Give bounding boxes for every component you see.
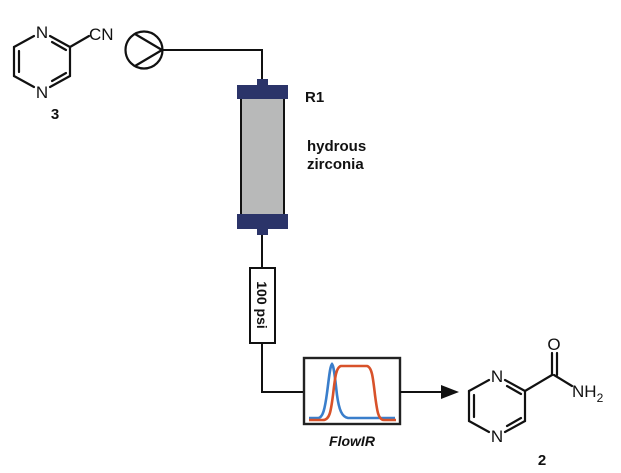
ir-trace-blue [309, 362, 395, 420]
compound-number-3: 3 [51, 106, 59, 123]
bond [503, 419, 527, 434]
back-pressure-regulator: 100 psi [249, 267, 276, 344]
compound-number-2: 2 [538, 452, 546, 469]
bond [12, 34, 36, 49]
flowir-analyzer [302, 356, 402, 426]
packing-label-line1: hydrous [307, 138, 366, 155]
bond [523, 373, 554, 393]
column-body [240, 97, 285, 216]
ring-nitrogen-top: N [36, 23, 48, 42]
bond-double-inner [505, 416, 523, 428]
bpr-label: 100 psi [254, 281, 270, 328]
bond [503, 378, 527, 393]
column-top-cap [237, 85, 288, 99]
bond [467, 378, 491, 393]
amide-subscript: 2 [597, 391, 604, 405]
product-structure [467, 351, 574, 434]
starting-material-structure [12, 34, 91, 89]
arrow-head-icon [441, 385, 459, 399]
ir-trace-orange [309, 364, 396, 422]
column-top-fitting [257, 79, 268, 86]
bond-double-inner [505, 384, 523, 396]
amide-nh: NH [572, 382, 597, 401]
bpr-box [249, 267, 276, 344]
bond [467, 419, 491, 434]
product-ring-nitrogen-top: N [491, 367, 503, 386]
reactor-column [237, 79, 288, 235]
product-ring-nitrogen-bottom: N [491, 427, 503, 446]
packing-label-line2: zirconia [307, 156, 364, 173]
reactor-label: R1 [305, 89, 324, 106]
bond [68, 34, 91, 49]
bond [48, 34, 72, 49]
nitrile-label: CN [89, 25, 114, 44]
tubing-inlet [162, 49, 263, 80]
bond [552, 373, 574, 388]
flowir-label: FlowIR [329, 433, 376, 449]
flowir-box [302, 356, 402, 426]
tubing-to-flowir [261, 343, 304, 393]
bond [12, 74, 36, 89]
column-bottom-fitting [257, 228, 268, 235]
ring-nitrogen-bottom: N [36, 83, 48, 102]
amide-nh-label: NH2 [572, 382, 604, 405]
column-bottom-cap [237, 214, 288, 229]
carbonyl-oxygen: O [547, 335, 560, 354]
pump-icon [124, 30, 164, 70]
bond-double-inner [50, 71, 68, 83]
bond [48, 74, 72, 89]
bond-double-inner [50, 40, 68, 52]
